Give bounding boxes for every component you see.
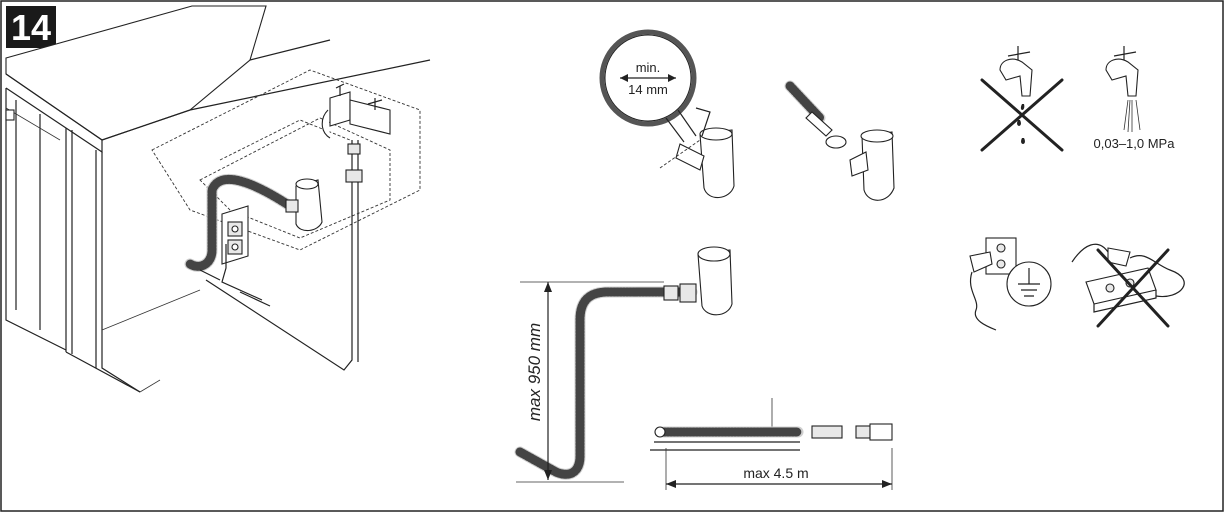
cold-water-tap xyxy=(321,83,391,139)
step-number: 14 xyxy=(11,7,51,48)
no-hot-water-icon xyxy=(980,46,1064,152)
hose-min-diameter-detail: min. 14 mm xyxy=(599,29,735,199)
diameter-value-label: 14 mm xyxy=(628,82,668,97)
max-height-label: max 950 mm xyxy=(525,323,544,421)
water-pressure-label: 0,03–1,0 MPa xyxy=(1094,136,1176,151)
max-length-detail: max 4.5 m xyxy=(650,398,893,490)
kitchen-installation-scene xyxy=(5,5,431,393)
min-label: min. xyxy=(636,60,661,75)
hose-connector-detail xyxy=(784,80,895,201)
water-pressure-icon: 0,03–1,0 MPa xyxy=(1094,46,1176,151)
no-extension-lead-icon xyxy=(1071,243,1185,328)
earthed-socket-icon xyxy=(969,237,1052,331)
max-height-detail: max 950 mm xyxy=(514,246,733,483)
max-length-label: max 4.5 m xyxy=(743,465,808,481)
step-number-badge: 14 xyxy=(6,6,56,48)
wall-socket xyxy=(221,205,249,265)
